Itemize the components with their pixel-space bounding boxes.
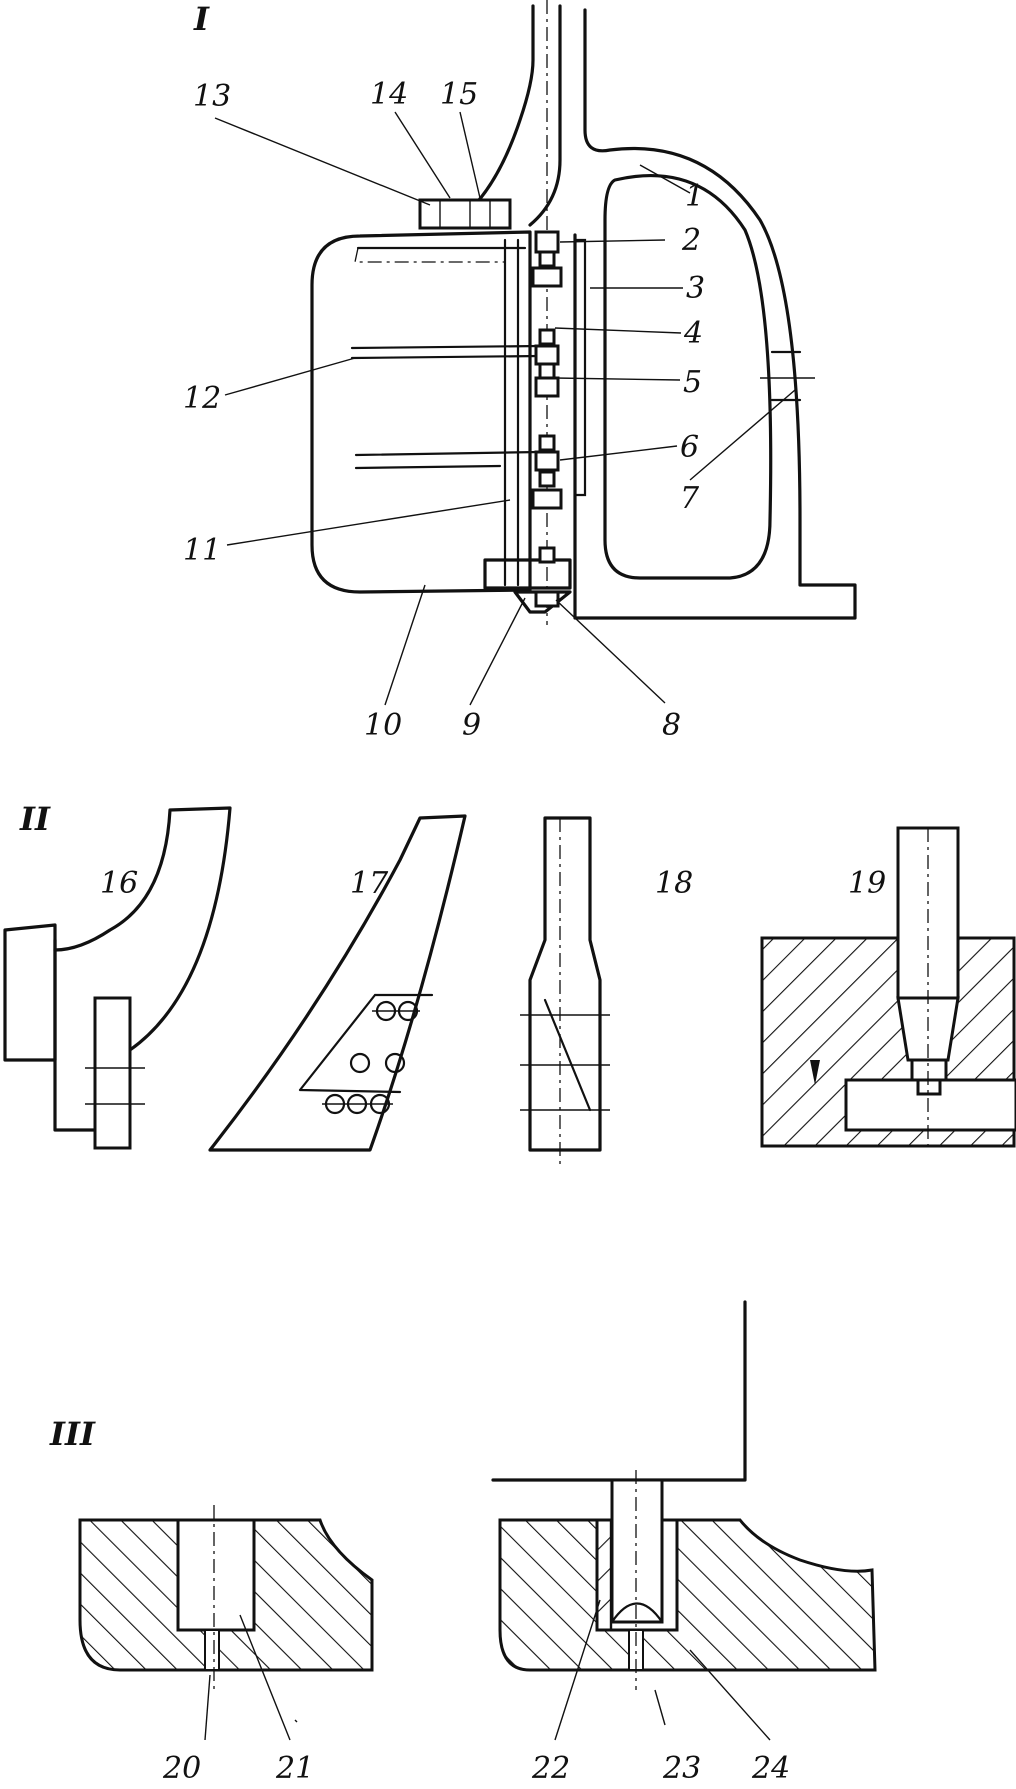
stud-link [531,266,563,288]
frame-1-stem-left [528,4,562,227]
label-20: 20 [162,1751,201,1786]
frame-1-window [603,173,773,580]
label-10: 10 [364,708,402,743]
section-one-assembly [214,0,857,706]
pin-23 [610,1478,664,1624]
variant-16-left-block [3,923,57,1062]
plate-12-low [354,450,542,470]
label-18: 18 [655,866,693,901]
label-19: 19 [848,866,886,901]
section-label-two: II [19,800,51,838]
bolt-5 [534,362,560,398]
label-7: 7 [680,481,700,516]
variant-17-member [208,814,467,1152]
plate-12-mid [350,344,542,360]
label-4: 4 [683,316,703,351]
label-3: 3 [686,271,705,306]
label-5: 5 [683,365,702,400]
small-mark [810,1060,820,1085]
bore-21 [176,1518,256,1632]
label-2: 2 [681,223,701,258]
label-15: 15 [440,77,478,112]
label-14: 14 [370,77,408,112]
plate-12-top [354,247,505,263]
section-label-three: III [49,1415,96,1453]
label-21: 21 [275,1751,314,1786]
section-three-details [78,1300,877,1741]
label-23: 23 [662,1751,701,1786]
variant-18-scarf [543,998,592,1112]
bolt-2 [534,230,560,268]
label-22: 22 [531,1751,570,1786]
bolt-4 [534,328,560,366]
base-9 [483,558,572,590]
pin-23-cap [610,1602,664,1624]
plate-3 [573,238,587,497]
label-17: 17 [350,866,389,901]
clamp-block-13 [418,198,512,230]
bolt-8 [534,546,560,608]
label-13: 13 [193,79,231,114]
sleeve-22 [595,1518,613,1632]
flange-11 [503,238,520,587]
label-12: 12 [183,381,221,416]
frame-1-stem-right [573,8,857,620]
notch-7 [770,350,802,402]
variant-16-curve [53,806,232,1052]
bolt-6 [534,434,560,488]
label-11: 11 [183,533,221,568]
stud-link-low [531,488,563,510]
variant-17-plate [298,993,434,1094]
plate-top [491,1300,747,1482]
label-8: 8 [662,708,681,743]
housing-10 [310,230,532,594]
variant-18-bar [528,816,602,1152]
hole-20 [204,1629,220,1671]
section-two-variants [3,806,1016,1165]
section-label-one: I [193,0,210,38]
label-1: 1 [685,179,704,214]
label-16: 16 [100,866,138,901]
detail-right-body [498,1518,877,1672]
label-9: 9 [462,708,481,743]
label-6: 6 [680,430,699,465]
labels: I II III 13 14 15 1 2 3 4 5 6 7 12 11 10… [19,0,886,1786]
label-24: 24 [751,1751,790,1786]
frame-1-outer [468,4,535,212]
variant-17-rivets [322,1000,420,1115]
variant-16-flange [93,996,132,1150]
